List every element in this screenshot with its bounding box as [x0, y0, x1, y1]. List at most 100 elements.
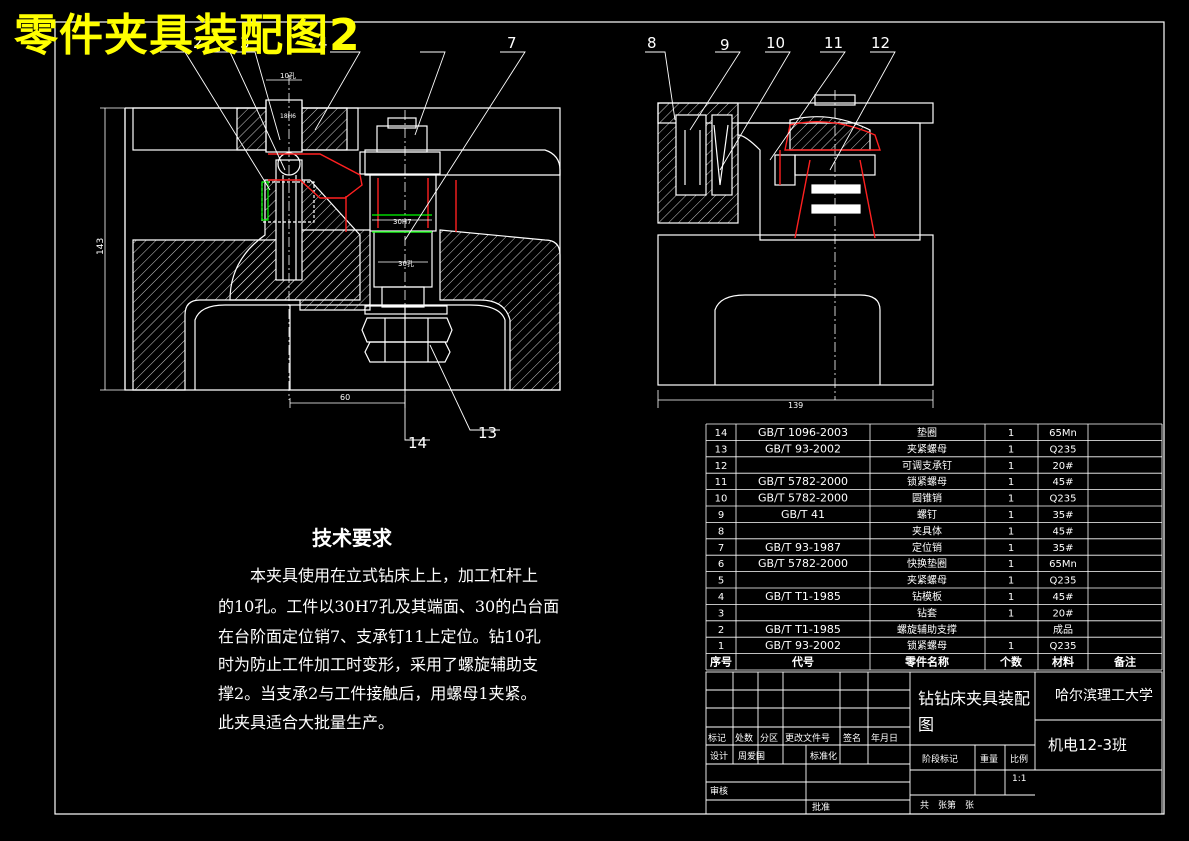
bom-cell-1-3: 1 — [1008, 444, 1014, 455]
tb-design: 设计 — [710, 750, 728, 762]
bom-cell-1-4: Q235 — [1050, 444, 1077, 455]
callout-11: 11 — [824, 34, 843, 52]
bom-cell-4-1: GB/T 5782-2000 — [758, 492, 848, 505]
bom-header-4: 材料 — [1052, 655, 1074, 669]
callout-8: 8 — [647, 34, 657, 52]
tb-sign-h1: 处数 — [735, 732, 753, 744]
bom-cell-7-3: 1 — [1008, 543, 1014, 554]
callout-3: 3 — [240, 34, 250, 52]
tb-designer: 周爱国 — [738, 751, 765, 762]
bom-table — [705, 423, 1163, 671]
tech-line-4: 时为防止工件加工时变形，采用了螺旋辅助支 — [218, 655, 539, 674]
bom-cell-9-2: 夹紧螺母 — [907, 574, 947, 587]
tech-line-1: 本夹具使用在立式钻床上上，加工杠杆上 — [250, 566, 539, 585]
bom-cell-3-0: 11 — [715, 477, 728, 488]
bom-header-5: 备注 — [1113, 655, 1136, 669]
bom-cell-3-2: 锁紧螺母 — [907, 475, 947, 488]
bom-cell-6-3: 1 — [1008, 526, 1014, 537]
bom-cell-13-1: GB/T 93-2002 — [765, 639, 841, 652]
leaders-left — [160, 51, 526, 441]
callout-7: 7 — [507, 34, 517, 52]
bom-cell-3-1: GB/T 5782-2000 — [758, 475, 848, 488]
tb-class: 机电12-3班 — [1048, 736, 1127, 754]
bom-cell-11-2: 钻套 — [917, 606, 937, 619]
bom-cell-0-3: 1 — [1008, 428, 1014, 439]
bom-cell-10-4: 45# — [1052, 592, 1073, 603]
bom-cell-0-2: 垫圈 — [917, 426, 937, 439]
bom-cell-13-0: 1 — [718, 641, 724, 652]
bom-header-2: 零件名称 — [904, 655, 949, 669]
tb-drawing-name-1: 钻钻床夹具装配 — [918, 689, 1030, 708]
bom-cell-0-4: 65Mn — [1049, 428, 1077, 439]
bom-cell-8-3: 1 — [1008, 559, 1014, 570]
bom-cell-9-4: Q235 — [1050, 576, 1077, 587]
tech-line-6: 此夹具适合大批量生产。 — [218, 713, 395, 732]
dim-30h7: 30H7 — [393, 218, 412, 226]
bom-cell-10-1: GB/T T1-1985 — [765, 590, 841, 603]
bom-cell-6-4: 45# — [1052, 526, 1073, 537]
bom-cell-12-4: 成品 — [1053, 624, 1073, 636]
tb-sign-h5: 年月日 — [871, 732, 898, 744]
tb-sign-h3: 更改文件号 — [785, 732, 830, 744]
callout-2: 2 — [193, 34, 203, 52]
leaders-right — [645, 51, 896, 171]
drawing-border — [54, 21, 1165, 815]
bom-cell-13-3: 1 — [1008, 641, 1014, 652]
bom-cell-1-1: GB/T 93-2002 — [765, 442, 841, 455]
callout-10: 10 — [766, 34, 785, 52]
bom-cell-4-2: 圆锥销 — [912, 492, 942, 505]
bom-cell-1-2: 夹紧螺母 — [907, 442, 947, 455]
bom-cell-9-0: 5 — [718, 576, 724, 587]
bom-cell-1-0: 13 — [715, 444, 728, 455]
dimensions-left — [100, 79, 432, 408]
dim-30-hole: 30孔 — [398, 260, 414, 268]
dim-60: 60 — [340, 393, 350, 402]
callout-9: 9 — [720, 36, 730, 54]
tb-weight: 重量 — [980, 753, 998, 765]
tech-line-2: 的10孔。工件以30H7孔及其端面、30的凸台面 — [218, 597, 560, 616]
drawing-title: 零件夹具装配图2 — [14, 10, 361, 61]
bom-cell-12-1: GB/T T1-1985 — [765, 623, 841, 636]
tb-sign-h4: 签名 — [843, 732, 861, 744]
tech-line-3: 在台阶面定位销7、支承钉11上定位。钻10孔 — [218, 627, 541, 646]
tb-scale: 比例 — [1010, 753, 1028, 765]
tb-sheets: 共 张第 张 — [920, 799, 974, 811]
tb-sign-h0: 标记 — [708, 732, 726, 744]
dim-10-hole: 10孔 — [280, 72, 296, 80]
bom-cell-13-4: Q235 — [1050, 641, 1077, 652]
bom-cell-4-0: 10 — [715, 494, 728, 505]
bom-cell-5-2: 螺钉 — [917, 509, 937, 521]
bom-cell-9-3: 1 — [1008, 576, 1014, 587]
bom-cell-0-0: 14 — [715, 428, 728, 439]
tech-line-5: 撑2。当支承2与工件接触后，用螺母1夹紧。 — [218, 684, 537, 703]
dim-18h6: 18H6 — [280, 113, 296, 120]
bom-cell-6-0: 8 — [718, 526, 724, 537]
bom-cell-3-3: 1 — [1008, 477, 1014, 488]
front-section-view — [124, 75, 561, 400]
bom-cell-13-2: 锁紧螺母 — [907, 639, 947, 652]
bom-cell-12-0: 2 — [718, 625, 724, 636]
bom-cell-2-2: 可调支承钉 — [902, 460, 952, 472]
bom-cell-7-0: 7 — [718, 543, 724, 554]
tb-sign-h2: 分区 — [760, 733, 778, 744]
bom-cell-8-0: 6 — [718, 559, 724, 570]
bom-cell-5-0: 9 — [718, 510, 724, 521]
bom-header-0: 序号 — [710, 655, 732, 669]
bom-cell-6-2: 夹具体 — [912, 524, 942, 537]
tb-approve: 批准 — [812, 801, 830, 813]
bom-cell-11-0: 3 — [718, 608, 724, 619]
bom-cell-2-4: 20# — [1052, 461, 1073, 472]
bom-cell-7-1: GB/T 93-1987 — [765, 541, 841, 554]
bom-cell-4-4: Q235 — [1050, 494, 1077, 505]
bom-cell-3-4: 45# — [1052, 477, 1073, 488]
dimensions-right — [657, 390, 934, 408]
bom-cell-8-1: GB/T 5782-2000 — [758, 557, 848, 570]
bom-cell-5-1: GB/T 41 — [781, 508, 825, 521]
dim-143: 143 — [96, 238, 106, 255]
bom-header-3: 个数 — [999, 655, 1023, 669]
bom-cell-10-2: 钻模板 — [912, 590, 942, 603]
bom-cell-2-3: 1 — [1008, 461, 1014, 472]
bom-header-1: 代号 — [791, 655, 814, 669]
tb-review: 审核 — [710, 785, 728, 797]
